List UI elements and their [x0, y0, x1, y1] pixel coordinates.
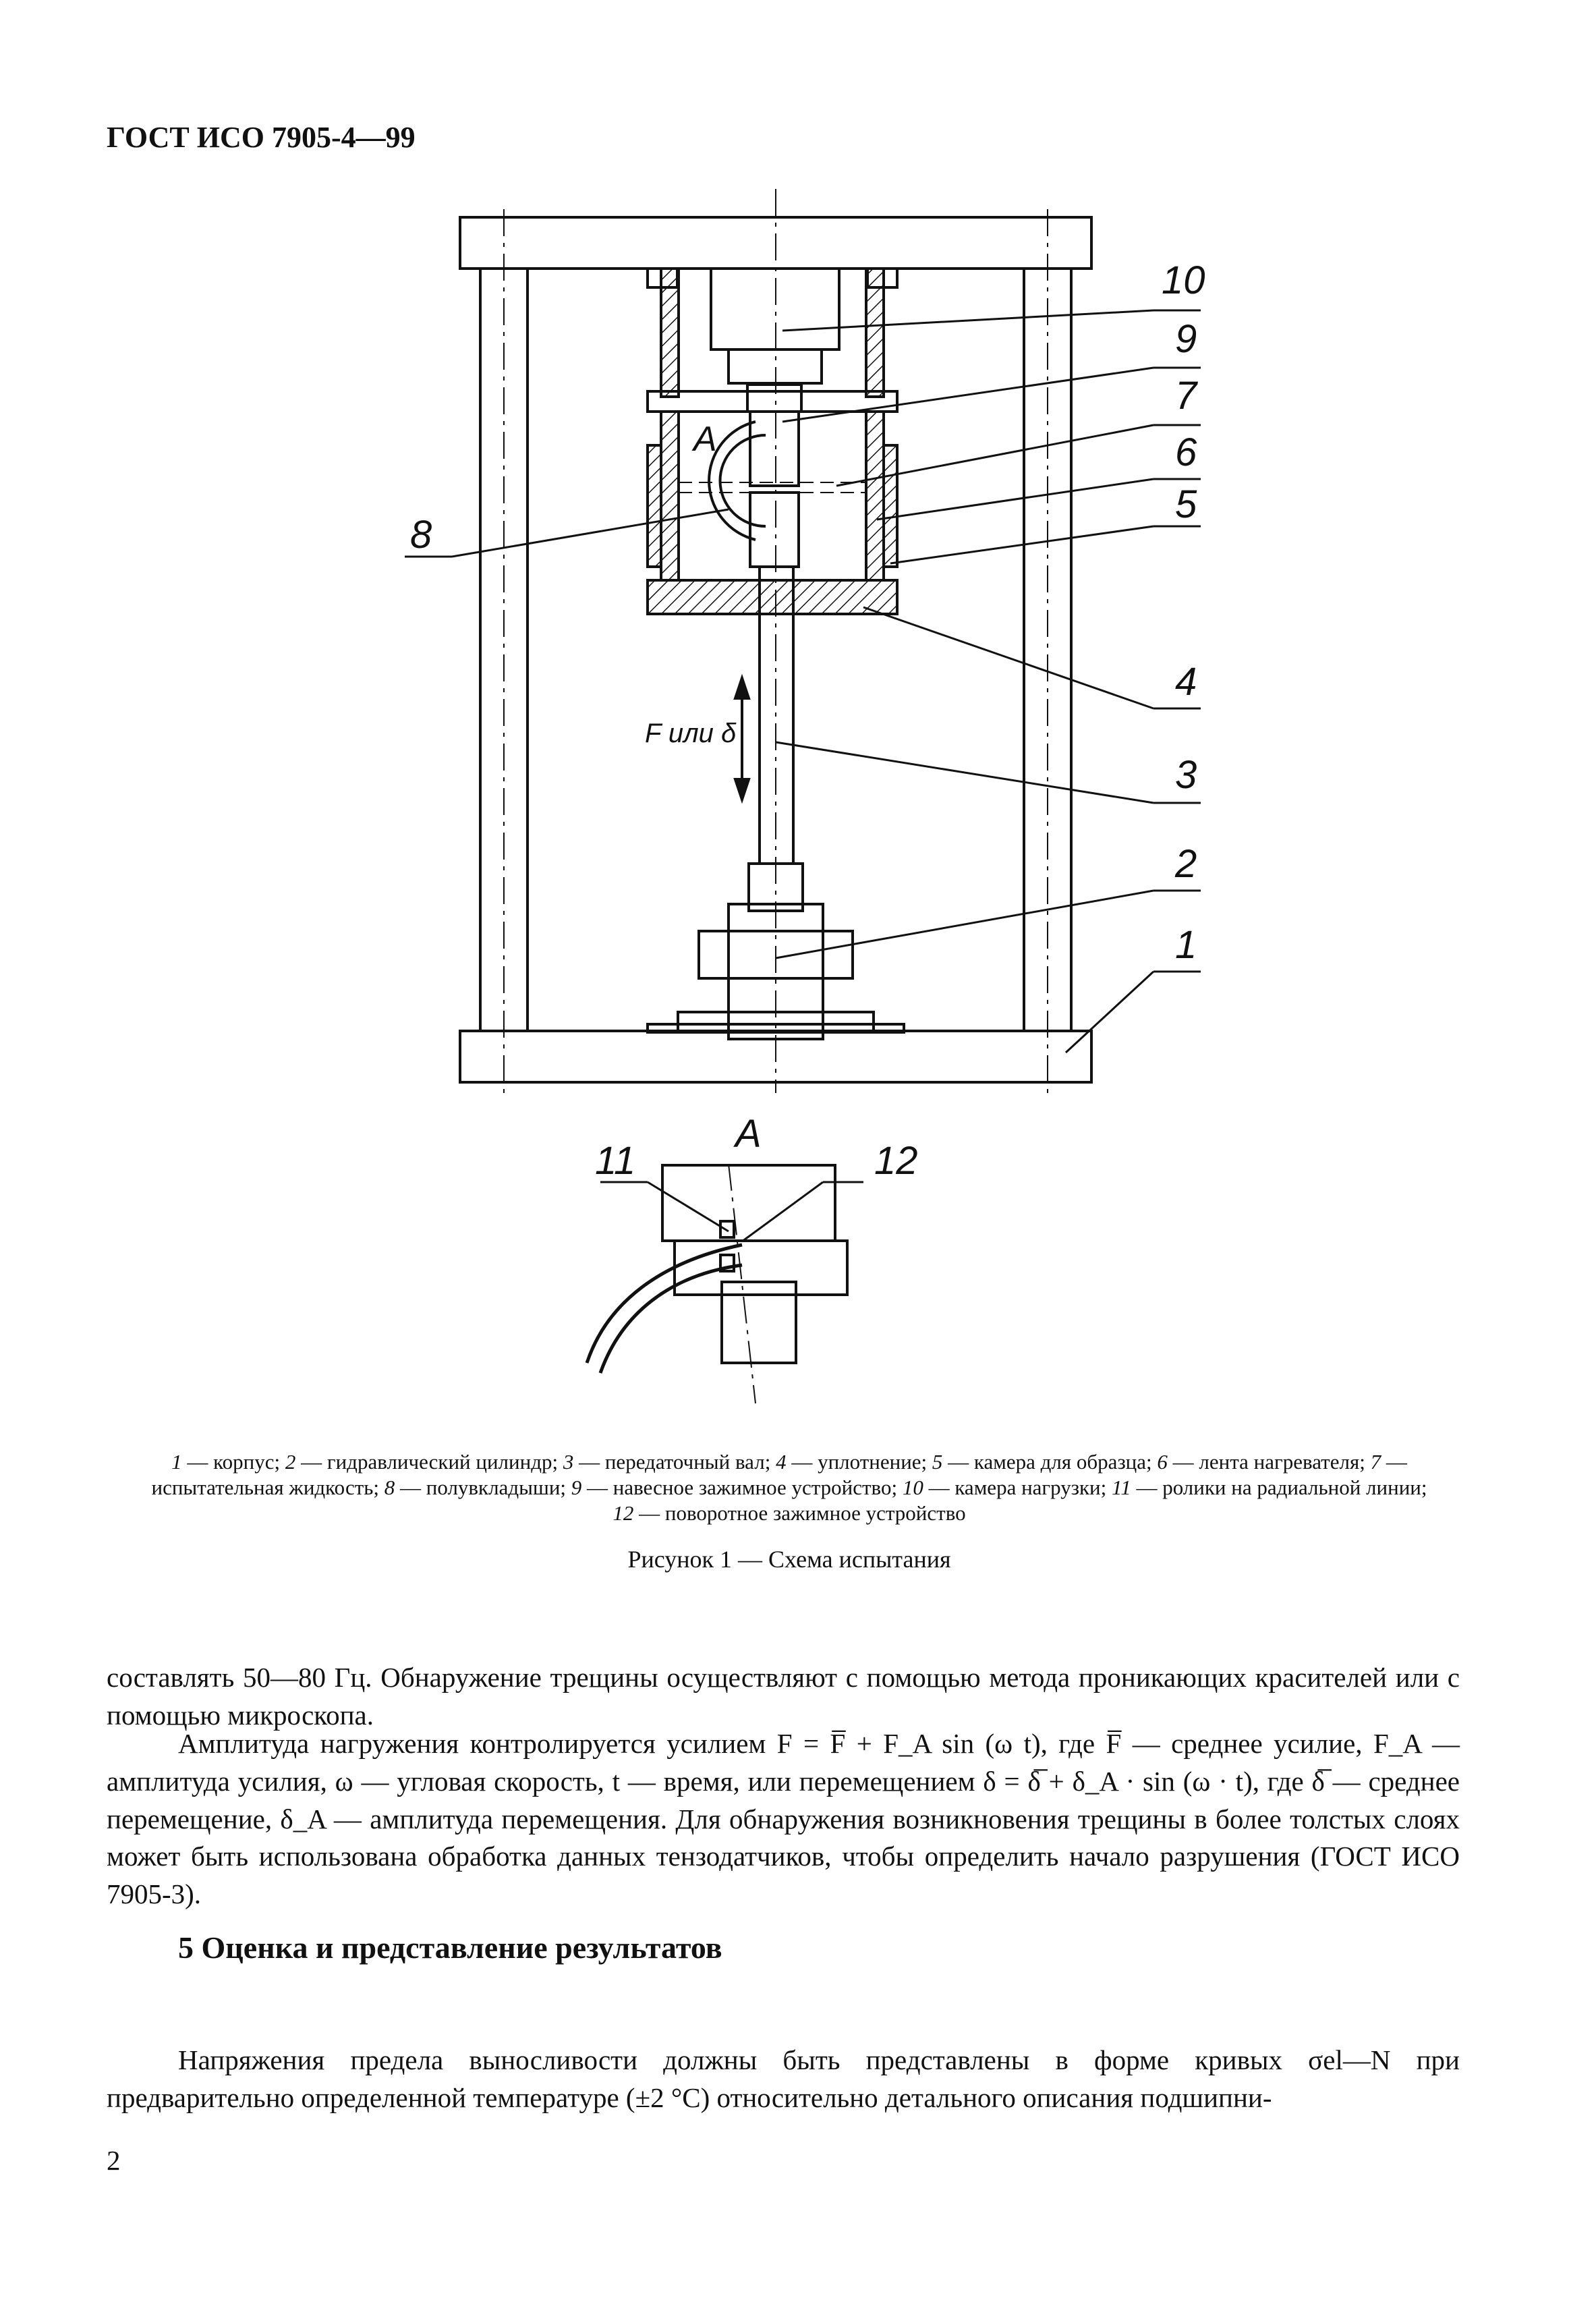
legend-num: 10 [902, 1475, 923, 1499]
seal [646, 579, 899, 615]
detail-a-title: A [733, 1112, 762, 1156]
test-scheme-figure: 10 9 7 6 5 4 3 2 1 8 A F или δ A 11 12 [378, 189, 1221, 1444]
detail-a-roller-arc [585, 1243, 743, 1364]
rotating-clamp [749, 491, 800, 568]
legend-text: — ролики на радиальной линии; [1131, 1475, 1427, 1499]
legend-num: 4 [776, 1450, 787, 1474]
legend-text: — гидравлический цилиндр; [295, 1450, 563, 1474]
label-5: 5 [1175, 482, 1197, 526]
legend-text: — навесное зажимное устройство; [581, 1475, 903, 1499]
force-label: F или δ [645, 719, 737, 748]
legend-num: 8 [384, 1475, 395, 1499]
legend-text: — уплотнение; [786, 1450, 932, 1474]
legend-text: — камера нагрузки; [923, 1475, 1112, 1499]
chamber-wall-left [660, 410, 680, 582]
label-8: 8 [410, 513, 432, 557]
legend-num: 3 [563, 1450, 574, 1474]
legend-text: — корпус; [181, 1450, 285, 1474]
label-4: 4 [1175, 660, 1197, 704]
legend-text: — камера для образца; [942, 1450, 1158, 1474]
suspended-clamp [749, 410, 800, 487]
hydraulic-cylinder [697, 930, 854, 980]
legend-num: 12 [612, 1501, 634, 1525]
legend-text: — передаточный вал; [573, 1450, 776, 1474]
legend-text: — испытательная жидкость; [151, 1450, 1407, 1499]
legend-num: 5 [932, 1450, 943, 1474]
label-12: 12 [874, 1139, 918, 1183]
label-10: 10 [1162, 258, 1205, 302]
legend-num: 11 [1112, 1475, 1131, 1499]
legend-text: — поворотное зажимное устройство [633, 1501, 966, 1525]
paragraph-3: Напряжения предела выносливости должны б… [107, 2044, 1460, 2113]
legend-num: 1 [171, 1450, 182, 1474]
legend-num: 9 [571, 1475, 582, 1499]
figure-caption: Рисунок 1 — Схема испытания [627, 1546, 951, 1573]
page-number: 2 [107, 2145, 121, 2176]
label-3: 3 [1175, 753, 1197, 797]
legend-text: — лента нагревателя; [1167, 1450, 1371, 1474]
left-column [479, 267, 529, 1032]
document-header: ГОСТ ИСО 7905-4—99 [107, 121, 416, 154]
label-1: 1 [1175, 923, 1197, 967]
paragraph-1: составлять 50—80 Гц. Обнаружение трещины… [107, 1662, 1460, 1731]
label-7: 7 [1175, 374, 1199, 418]
label-11: 11 [595, 1139, 635, 1183]
section-title: 5 Оценка и представление результатов [178, 1930, 722, 1965]
legend-text: — полувкладыши; [395, 1475, 571, 1499]
detail-a-upper-block [661, 1164, 836, 1242]
half-bearings [708, 420, 756, 541]
label-9: 9 [1175, 317, 1197, 361]
paragraph-2: Амплитуда нагружения контролируется усил… [107, 1728, 1460, 1909]
label-2: 2 [1174, 842, 1197, 886]
detail-a-lower-block [673, 1239, 849, 1296]
figure-legend: 1 — корпус; 2 — гидравлический цилиндр; … [148, 1449, 1430, 1526]
legend-num: 2 [285, 1450, 296, 1474]
label-6: 6 [1175, 430, 1197, 474]
legend-num: 6 [1157, 1450, 1168, 1474]
test-scheme-drawing: 10 9 7 6 5 4 3 2 1 8 A F или δ A 11 12 [405, 189, 1205, 1404]
chamber-wall-right [865, 410, 885, 582]
legend-num: 7 [1370, 1450, 1381, 1474]
label-a-marker: A [691, 420, 717, 459]
